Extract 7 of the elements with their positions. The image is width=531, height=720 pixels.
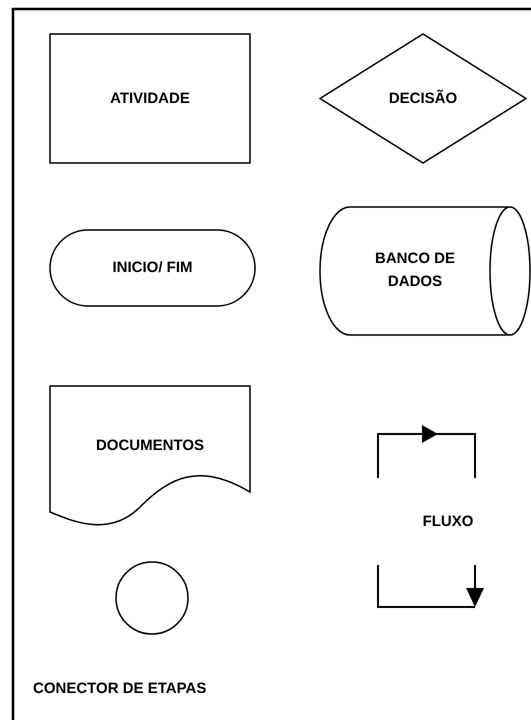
symbol-caption: CONECTOR DE ETAPAS (33, 679, 206, 699)
shape-label: DECISÃO (388, 88, 458, 108)
shape-label: INICIO/ FIM (112, 258, 194, 278)
shape-label: DOCUMENTOS (94, 436, 206, 456)
shape-label: BANCO DE DADOS (374, 249, 456, 292)
symbol-caption: FLUXO (422, 512, 474, 532)
shape-label: ATIVIDADE (109, 88, 191, 108)
